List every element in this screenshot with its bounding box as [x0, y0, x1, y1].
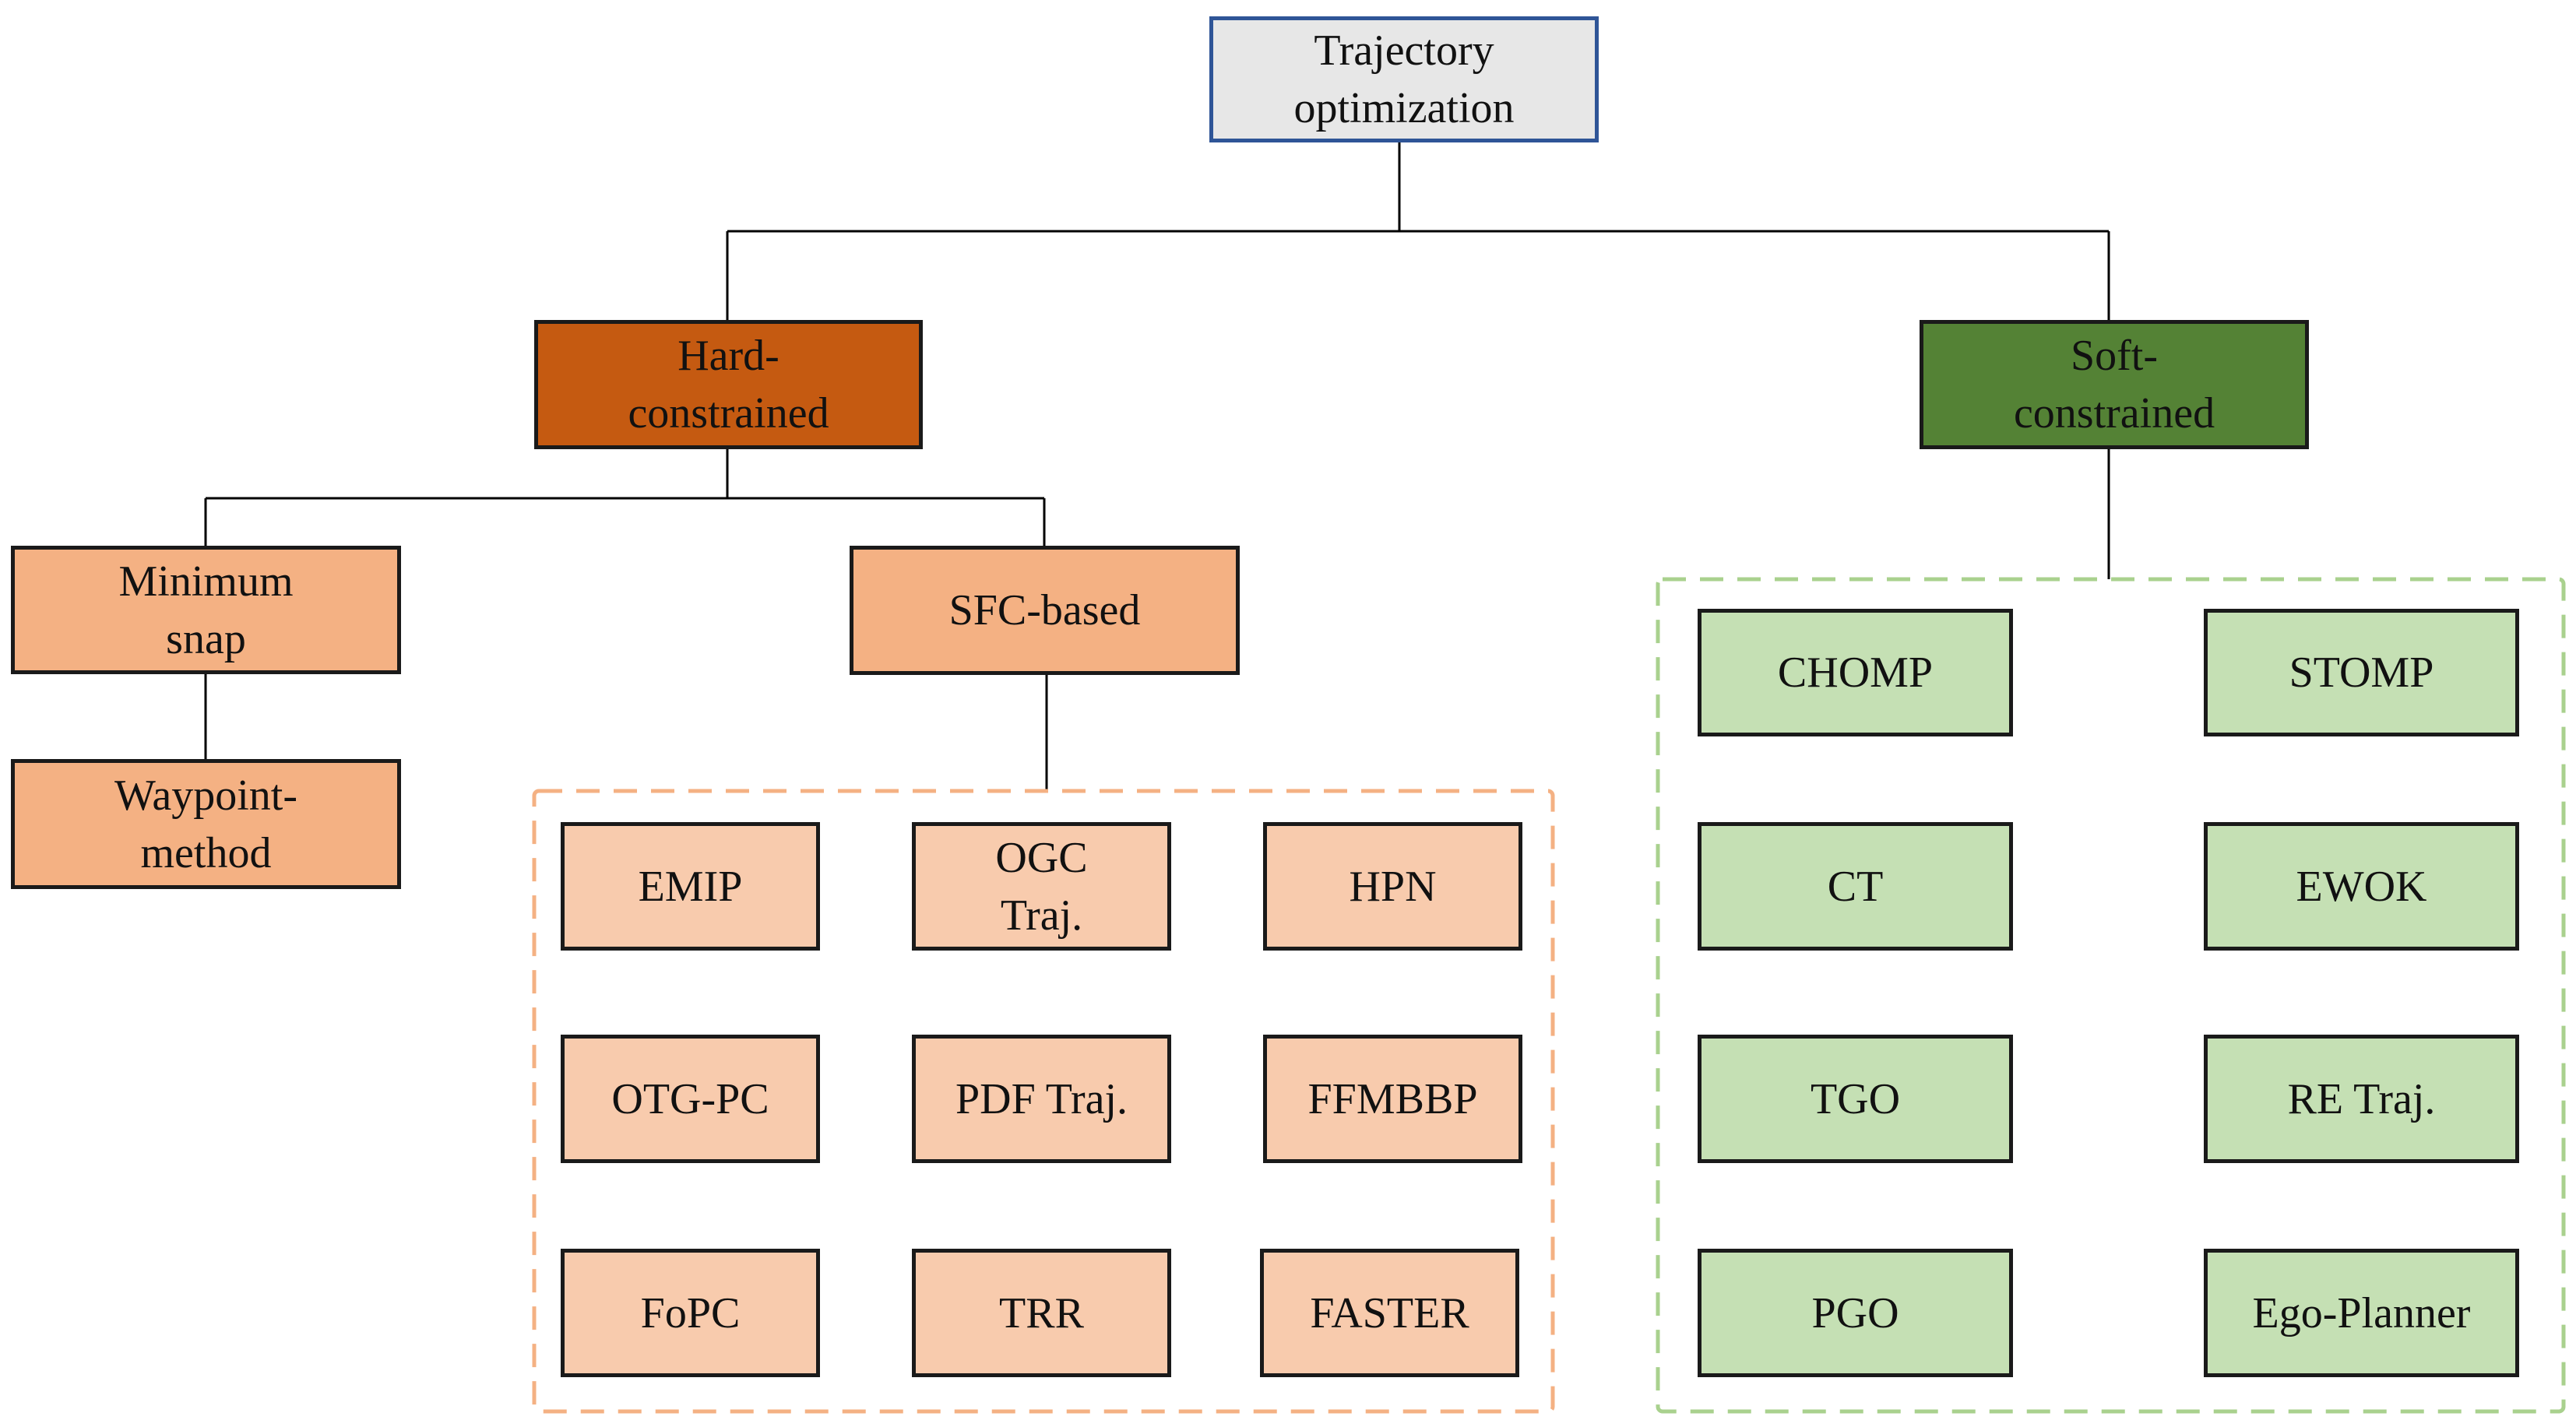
sfc-method-faster: FASTER	[1260, 1249, 1519, 1377]
soft-method-label: STOMP	[2289, 648, 2434, 697]
sfc-method-label: HPN	[1349, 862, 1437, 911]
soft-method-re-traj: RE Traj.	[2204, 1035, 2519, 1163]
soft-method-ego-planner: Ego-Planner	[2204, 1249, 2519, 1377]
soft-constrained-node: Soft- constrained	[1920, 320, 2309, 449]
minimum-snap-label: Minimum snap	[118, 557, 294, 663]
soft-method-label: PGO	[1811, 1288, 1899, 1337]
waypoint-method-label: Waypoint- method	[114, 771, 297, 877]
soft-method-label: RE Traj.	[2287, 1074, 2436, 1123]
sfc-method-label: FASTER	[1310, 1288, 1469, 1337]
soft-method-label: Ego-Planner	[2252, 1288, 2471, 1337]
sfc-method-label: PDF Traj.	[955, 1074, 1128, 1123]
sfc-method-otg-pc: OTG-PC	[561, 1035, 820, 1163]
soft-method-ewok: EWOK	[2204, 822, 2519, 951]
hard-methods-group	[532, 789, 1555, 1414]
hard-constrained-label: Hard- constrained	[628, 332, 829, 438]
soft-method-stomp: STOMP	[2204, 609, 2519, 736]
sfc-method-pdf-traj: PDF Traj.	[912, 1035, 1171, 1163]
soft-method-chomp: CHOMP	[1698, 609, 2013, 736]
root-node: Trajectory optimization	[1209, 16, 1599, 142]
sfc-method-hpn: HPN	[1263, 822, 1522, 951]
sfc-based-label: SFC-based	[948, 586, 1141, 634]
sfc-method-trr: TRR	[912, 1249, 1171, 1377]
soft-methods-group	[1656, 577, 2566, 1414]
soft-constrained-label: Soft- constrained	[2013, 332, 2215, 438]
minimum-snap-node: Minimum snap	[11, 546, 401, 674]
sfc-method-label: OTG-PC	[611, 1074, 769, 1123]
soft-method-label: EWOK	[2296, 862, 2427, 911]
hard-constrained-node: Hard- constrained	[534, 320, 923, 449]
root-label: Trajectory optimization	[1293, 26, 1515, 132]
sfc-method-ffmbbp: FFMBBP	[1263, 1035, 1522, 1163]
soft-method-tgo: TGO	[1698, 1035, 2013, 1163]
soft-method-label: CHOMP	[1777, 648, 1934, 697]
sfc-based-node: SFC-based	[850, 546, 1240, 675]
sfc-method-emip: EMIP	[561, 822, 820, 951]
sfc-method-label: FoPC	[640, 1288, 741, 1337]
soft-method-label: CT	[1827, 862, 1884, 911]
soft-method-label: TGO	[1810, 1074, 1901, 1123]
sfc-method-label: TRR	[999, 1288, 1084, 1337]
sfc-method-ogc-traj: OGC Traj.	[912, 822, 1171, 951]
sfc-method-fopc: FoPC	[561, 1249, 820, 1377]
sfc-method-label: OGC Traj.	[995, 833, 1088, 940]
waypoint-method-node: Waypoint- method	[11, 759, 401, 889]
sfc-method-label: EMIP	[638, 862, 743, 911]
soft-method-pgo: PGO	[1698, 1249, 2013, 1377]
sfc-method-label: FFMBBP	[1307, 1074, 1478, 1123]
soft-method-ct: CT	[1698, 822, 2013, 951]
